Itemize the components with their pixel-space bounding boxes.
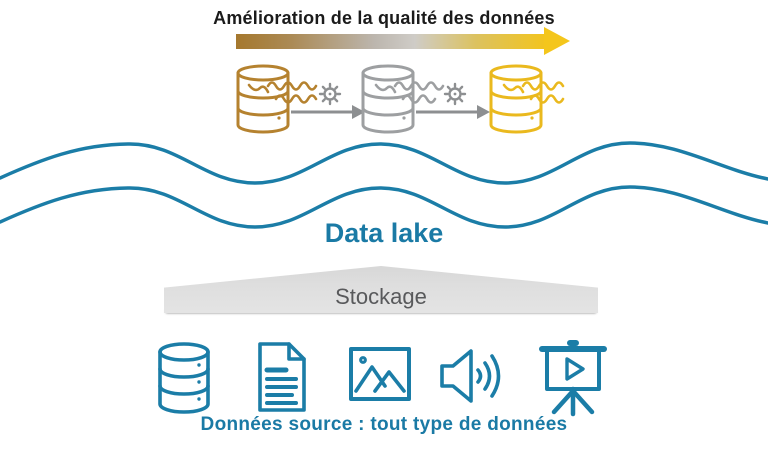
gear-icon-2 (443, 82, 467, 106)
database-clean-icon (489, 64, 565, 134)
storage-label: Stockage (335, 284, 427, 309)
quality-pipeline (236, 64, 565, 134)
database-raw-icon (236, 64, 318, 134)
process-arrow-2 (416, 105, 490, 119)
image-icon (349, 347, 411, 401)
audio-icon (440, 349, 501, 403)
quality-gradient-arrow (236, 34, 544, 49)
document-icon (258, 342, 306, 412)
presentation-icon (539, 340, 607, 417)
lake-label: Data lake (324, 218, 444, 248)
lake-wave-top (0, 141, 768, 185)
database-icon (158, 342, 210, 414)
database-intermediate-icon (361, 64, 445, 134)
gear-icon-1 (318, 82, 342, 106)
quality-gradient-arrow-head (544, 27, 570, 55)
process-arrow-1 (291, 105, 365, 119)
sources-caption: Données source : tout type de données (200, 414, 568, 435)
diagram-title: Amélioration de la qualité des données (213, 8, 555, 28)
